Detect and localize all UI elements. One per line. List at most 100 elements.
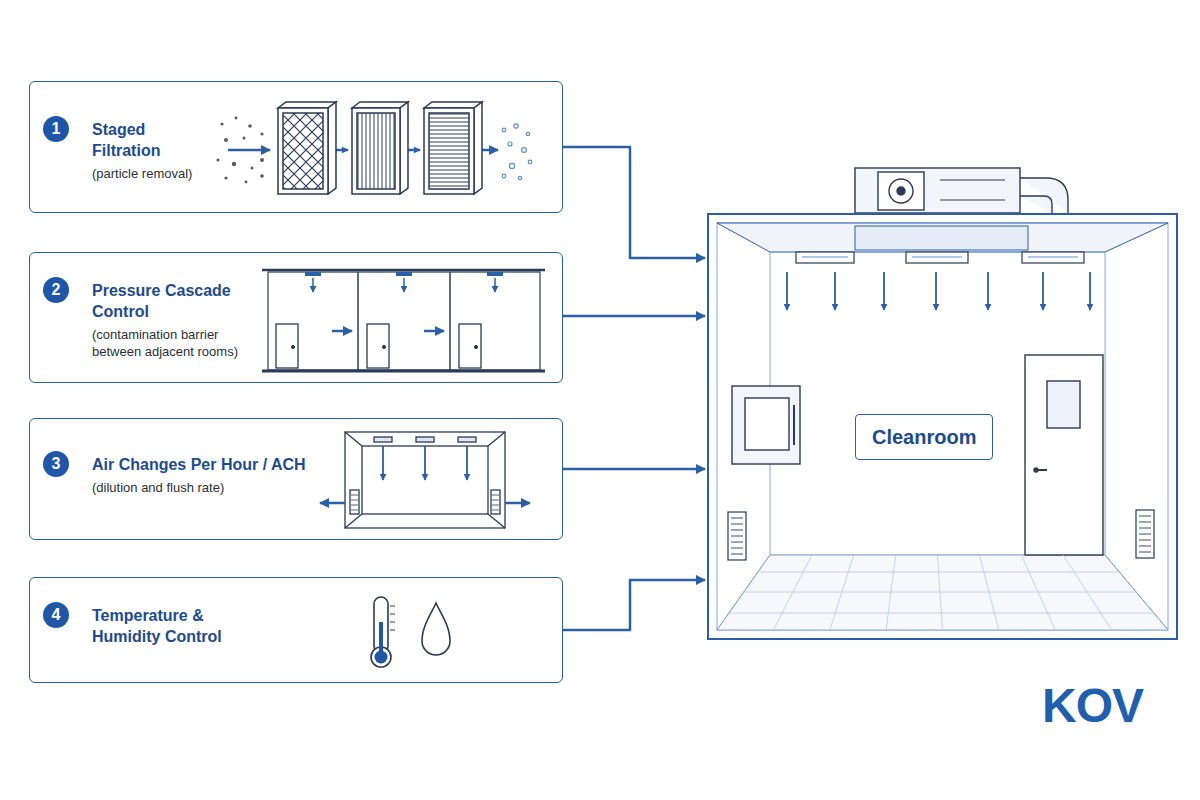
ach-arrows-part [382,446,384,480]
pressure-cascade-rooms-part [367,324,389,368]
floor-line [979,555,999,630]
dirty-particles-part [245,181,248,184]
ach-arrows-part [466,446,468,480]
pressure-cascade-rooms-part [474,345,477,348]
floor-line [744,592,1136,593]
droplet-icon [422,603,450,655]
callout-number: 2 [43,277,69,303]
air-handling-unit-part [1020,178,1068,213]
laminar-flow-arrows-part [1089,272,1091,310]
hepa-filter [424,102,482,194]
pre-filter-part [328,102,336,194]
ach-room-part [458,437,476,442]
callout-number: 1 [43,116,69,142]
medium-filter-part [400,102,408,194]
pass-through-box-part [745,398,789,450]
clean-particles-part [502,128,506,132]
laminar-flow-arrows-part [834,272,836,310]
pass-through-box-part [732,386,800,464]
pressure-cascade-rooms-part [487,272,503,276]
floor-line [886,555,896,630]
room-label: Cleanroom [855,414,993,460]
pressure-cascade-rooms [262,270,545,371]
dirty-particles-part [260,158,264,162]
laminar-flow-arrows-part [935,272,937,310]
panel-title: Staged Filtration [92,119,212,161]
feature-panel: 2Pressure Cascade Control(contamination … [29,252,563,383]
ach-arrows [320,446,530,503]
panel-subtitle: (contamination barrier between adjacent … [92,326,264,360]
pre-filter [278,102,336,194]
panel-subtitle: (dilution and flush rate) [92,479,354,496]
ach-room-part [345,514,362,528]
connector-arrow [563,468,705,471]
feature-panel: 1 Staged Filtration(particle removal) [29,81,563,213]
clean-particles-part [514,124,518,128]
panel-title: Temperature & Humidity Control [92,605,242,647]
return-vents [728,510,1154,560]
pressure-arrows-part [424,330,444,333]
laminar-flow-arrows-part [786,272,788,310]
dirty-particles-part [260,132,263,135]
ach-room-part [345,432,362,446]
clean-particles-part [526,132,529,135]
ach-room-part [362,446,488,514]
medium-filter-part [357,113,395,189]
clean-particles-part [502,174,506,178]
connector-arrow [563,147,705,258]
thermometer-icon-part [379,622,383,654]
pressure-arrows-part [403,278,405,292]
clean-particles-part [509,163,514,168]
dirty-particles-part [235,117,238,120]
pressure-cascade-rooms-part [268,272,540,370]
pressure-cascade-rooms-part [291,345,294,348]
air-handling-unit-part [889,179,913,203]
feature-panel: 3 Air Changes Per Hour / ACH (dilution and… [29,418,563,540]
pressure-cascade-rooms-part [449,272,451,370]
connector-arrow [563,580,705,630]
brand-logo: KOV [1042,680,1143,732]
pressure-cascade-rooms-part [382,345,385,348]
panel-title: Air Changes Per Hour / ACH [92,454,354,475]
pressure-cascade-rooms-part [305,272,321,276]
air-handling-unit [855,168,1068,213]
laminar-flow-arrows-part [987,272,989,310]
text-column: Staged Filtration(particle removal) [92,119,212,182]
laminar-flow-arrows-part [883,272,885,310]
flow-arrows-part [228,149,270,152]
cleanroom-illustration-part [717,555,1168,630]
laminar-flow-arrows-part [1042,272,1044,310]
pre-filter-part [278,102,336,108]
cleanroom-illustration-part [717,223,1168,252]
floor-line [938,555,943,630]
floor-grid [729,555,1154,630]
text-column: Temperature & Humidity Control [92,605,242,647]
ceiling-diffusers [796,252,1084,263]
cleanroom-illustration-part [770,252,1105,555]
pre-filter-part [278,108,328,194]
medium-filter-part [352,102,408,108]
dirty-particles-part [243,137,246,140]
air-handling-unit-part [855,168,1020,213]
laminar-flow-arrows [787,272,1090,310]
callout-number: 3 [43,451,69,477]
floor-line [758,572,1119,573]
cleanroom-door [1025,355,1103,555]
dirty-particles-part [251,167,254,170]
connector-arrow [563,315,705,318]
cleanroom-door-part [1025,355,1103,555]
cleanroom-door-part [1047,381,1080,428]
cleanroom-box: Cleanroom [707,213,1178,640]
pressure-cascade-rooms-part [262,269,545,272]
ach-room-part [488,514,505,528]
cleanroom-illustration-part [717,223,1168,630]
thermometer-icon-part [374,597,388,653]
dirty-particles-part [224,138,228,142]
text-column: Air Changes Per Hour / ACH (dilution and … [92,454,354,496]
ceiling-diffusers-part [802,256,1078,257]
pressure-cascade-rooms-part [262,370,545,373]
callout-number: 4 [43,602,69,628]
medium-filter-part [352,108,400,194]
